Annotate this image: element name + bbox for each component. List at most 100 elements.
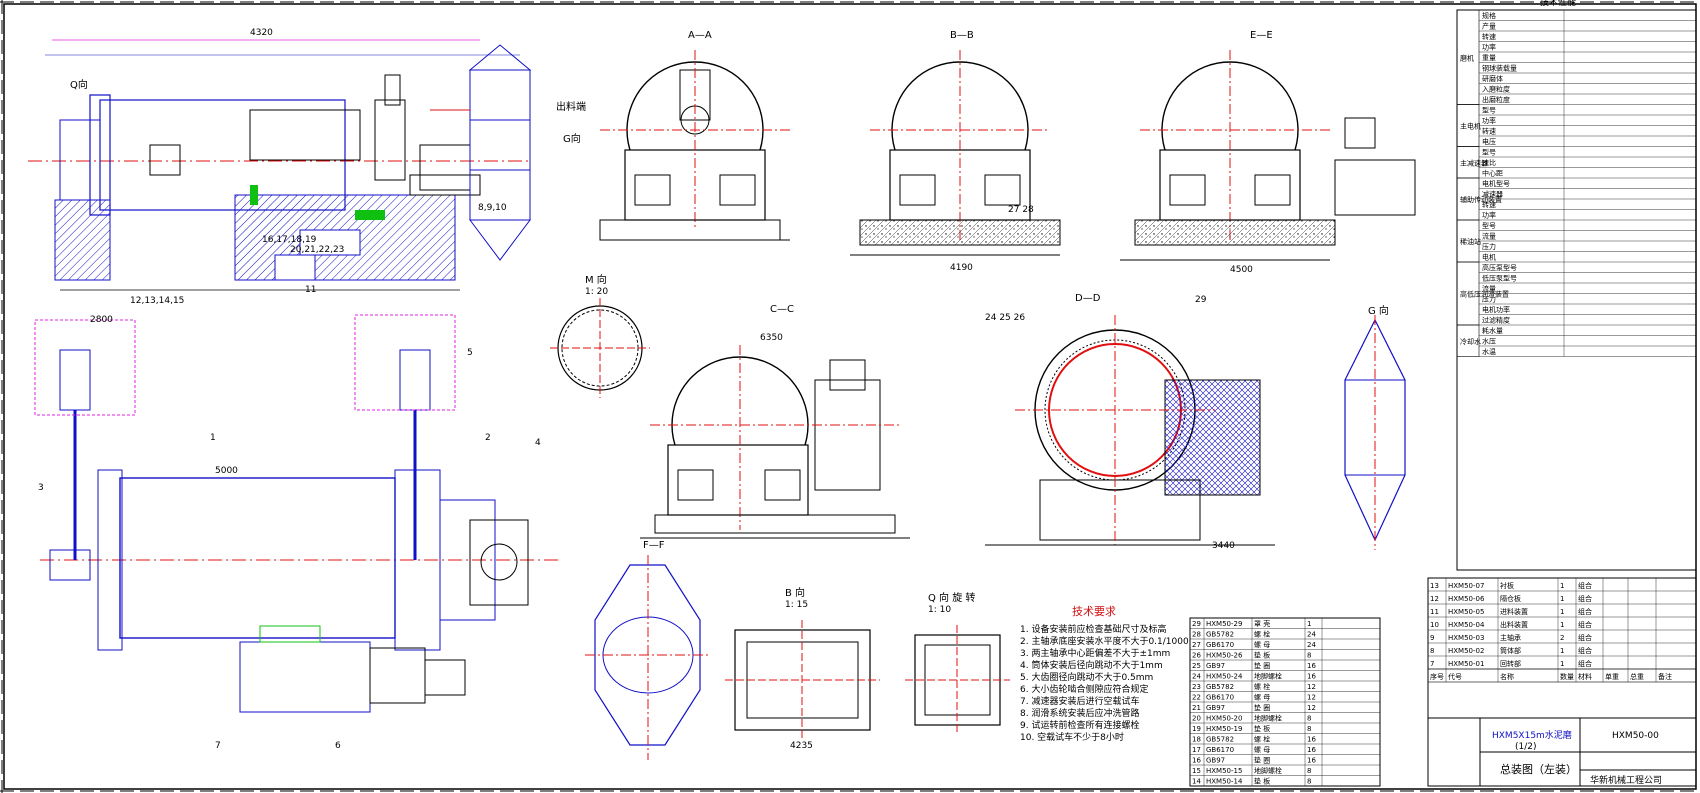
perf-row-label: 速比	[1482, 158, 1496, 167]
bom-cell: 1	[1560, 595, 1564, 603]
bom2-cell: 29	[1192, 620, 1201, 628]
perf-row-label: 功率	[1482, 43, 1496, 52]
tech-req-line-4: 4. 筒体安装后径向跳动不大于1mm	[1020, 659, 1163, 671]
section-ff: F—F	[585, 540, 710, 760]
perf-row-label: 减速器	[1482, 190, 1503, 199]
label-outlet: 出料端	[556, 100, 586, 113]
bom2-cell: 8	[1307, 715, 1311, 723]
dim-5000: 5000	[215, 466, 238, 476]
perf-row-label: 出磨粒度	[1482, 95, 1510, 104]
perf-row-label: 功率	[1482, 116, 1496, 125]
bom2-cell: 23	[1192, 683, 1201, 691]
elevation-view: Q向 G向 出料端 8,9,10 11 12,13,14,15 16,17,18…	[28, 28, 586, 306]
bom2-cell: 螺 母	[1254, 640, 1270, 649]
bom-cell: 组合	[1578, 646, 1592, 655]
callout-29: 29	[1195, 295, 1207, 305]
bom-cell: 1	[1560, 647, 1564, 655]
tech-req-line-9: 9. 试运转前检查所有连接螺栓	[1020, 719, 1139, 731]
bom-cell: 8	[1430, 647, 1434, 655]
bom2-cell: 垫 板	[1254, 651, 1270, 660]
tech-req-line-2: 2. 主轴承底座安装水平度不大于0.1/1000	[1020, 635, 1189, 647]
tech-req-line-8: 8. 润滑系统安装后应冲洗管路	[1020, 707, 1139, 719]
bom-cell: 进料装置	[1500, 607, 1528, 616]
bom2-cell: 螺 母	[1254, 745, 1270, 754]
bom-header: 备注	[1658, 672, 1672, 681]
bom2-cell: HXM50-14	[1206, 778, 1243, 786]
perf-section-label: 辅助传动装置	[1460, 195, 1502, 204]
bom2-cell: 垫 圈	[1254, 703, 1270, 712]
perf-section-label: 磨机	[1460, 53, 1474, 62]
bom2-cell: 地脚螺栓	[1254, 766, 1282, 775]
label-q-dir: Q向	[70, 78, 88, 91]
bom2-cell: GB6170	[1206, 746, 1234, 754]
drawing-no: HXM50-00	[1612, 731, 1659, 741]
bom2-cell: 20	[1192, 715, 1201, 723]
perf-row-label: 型号	[1482, 106, 1496, 115]
bom2-cell: 15	[1192, 767, 1201, 775]
perf-row-label: 电机	[1482, 253, 1496, 262]
tech-requirements: 技术要求 1. 设备安装前应检查基础尺寸及标高 2. 主轴承底座安装水平度不大于…	[1020, 605, 1189, 743]
bom-cell: 组合	[1578, 633, 1592, 642]
bom-cell: 回转部	[1500, 659, 1521, 668]
label-q-rot: Q 向 旋 转	[928, 591, 975, 604]
callout-4: 4	[535, 438, 541, 448]
bom-cell: HXM50-02	[1448, 647, 1484, 655]
dim-4235: 4235	[790, 741, 813, 751]
bom2-cell: 垫 圈	[1254, 756, 1270, 765]
bom2-cell: 垫 板	[1254, 724, 1270, 733]
bom2-cell: GB5782	[1206, 631, 1234, 639]
callout-20-23: 20,21,22,23	[290, 245, 344, 255]
dim-4320: 4320	[250, 28, 273, 38]
bom2-cell: 27	[1192, 641, 1201, 649]
bom-cell: 组合	[1578, 620, 1592, 629]
bom2-cell: 螺 栓	[1254, 682, 1270, 691]
bom2-cell: HXM50-15	[1206, 767, 1242, 775]
perf-row-label: 水压	[1482, 337, 1496, 346]
bom-cell: 1	[1560, 582, 1564, 590]
bom-cell: 组合	[1578, 594, 1592, 603]
bom-cell: 13	[1430, 582, 1439, 590]
callout-5: 5	[467, 348, 473, 358]
tech-req-line-6: 6. 大小齿轮啮合侧隙应符合规定	[1020, 683, 1148, 695]
bom2-cell: 地脚螺栓	[1254, 672, 1282, 681]
perf-row-label: 低压泵型号	[1482, 274, 1517, 283]
g-view: G 向	[1344, 304, 1406, 550]
bom-cell: 筒体部	[1500, 646, 1521, 655]
bom2-cell: 26	[1192, 652, 1201, 660]
bom-cell: 出料装置	[1500, 620, 1528, 629]
bom-cell: 2	[1560, 634, 1564, 642]
bom2-cell: HXM50-29	[1206, 620, 1242, 628]
bom-cell: 1	[1560, 660, 1564, 668]
callout-16-19: 16,17,18,19	[262, 235, 317, 245]
perf-row-label: 型号	[1482, 148, 1496, 157]
label-bb: B—B	[950, 30, 974, 41]
bom2-cell: 21	[1192, 704, 1201, 712]
bom-cell: 1	[1560, 621, 1564, 629]
bom-cell: 9	[1430, 634, 1434, 642]
dim-6350: 6350	[760, 333, 783, 343]
bom2-cell: 1	[1307, 620, 1311, 628]
perf-row-label: 入磨粒度	[1482, 85, 1510, 94]
callout-27-28: 27 28	[1008, 205, 1034, 215]
tech-req-line-10: 10. 空载试车不少于8小时	[1020, 731, 1124, 743]
callout-12-15: 12,13,14,15	[130, 296, 184, 306]
bom-cell: HXM50-07	[1448, 582, 1484, 590]
perf-row-label: 过滤精度	[1482, 316, 1510, 325]
title-block: HXM5X15m水泥磨 (1/2) HXM50-00 总装图（左装） 华新机械工…	[1427, 717, 1697, 787]
bom2-cell: GB97	[1206, 662, 1225, 670]
bom2-cell: 垫 板	[1254, 777, 1270, 786]
bom2-cell: 地脚螺栓	[1254, 714, 1282, 723]
section-aa: A—A	[599, 30, 790, 241]
bom-cell: 1	[1560, 608, 1564, 616]
bom2-cell: 18	[1192, 736, 1201, 744]
perf-row-label: 中心距	[1482, 169, 1503, 178]
bom2-cell: 16	[1307, 736, 1316, 744]
perf-row-label: 耗水量	[1482, 326, 1503, 335]
bom-header: 材料	[1578, 672, 1592, 681]
b-scale: 1: 15	[785, 600, 808, 610]
perf-row-label: 重量	[1482, 54, 1496, 62]
bom2-cell: 17	[1192, 746, 1201, 754]
bom2-cell: 螺 栓	[1254, 735, 1270, 744]
callout-11: 11	[305, 285, 316, 295]
